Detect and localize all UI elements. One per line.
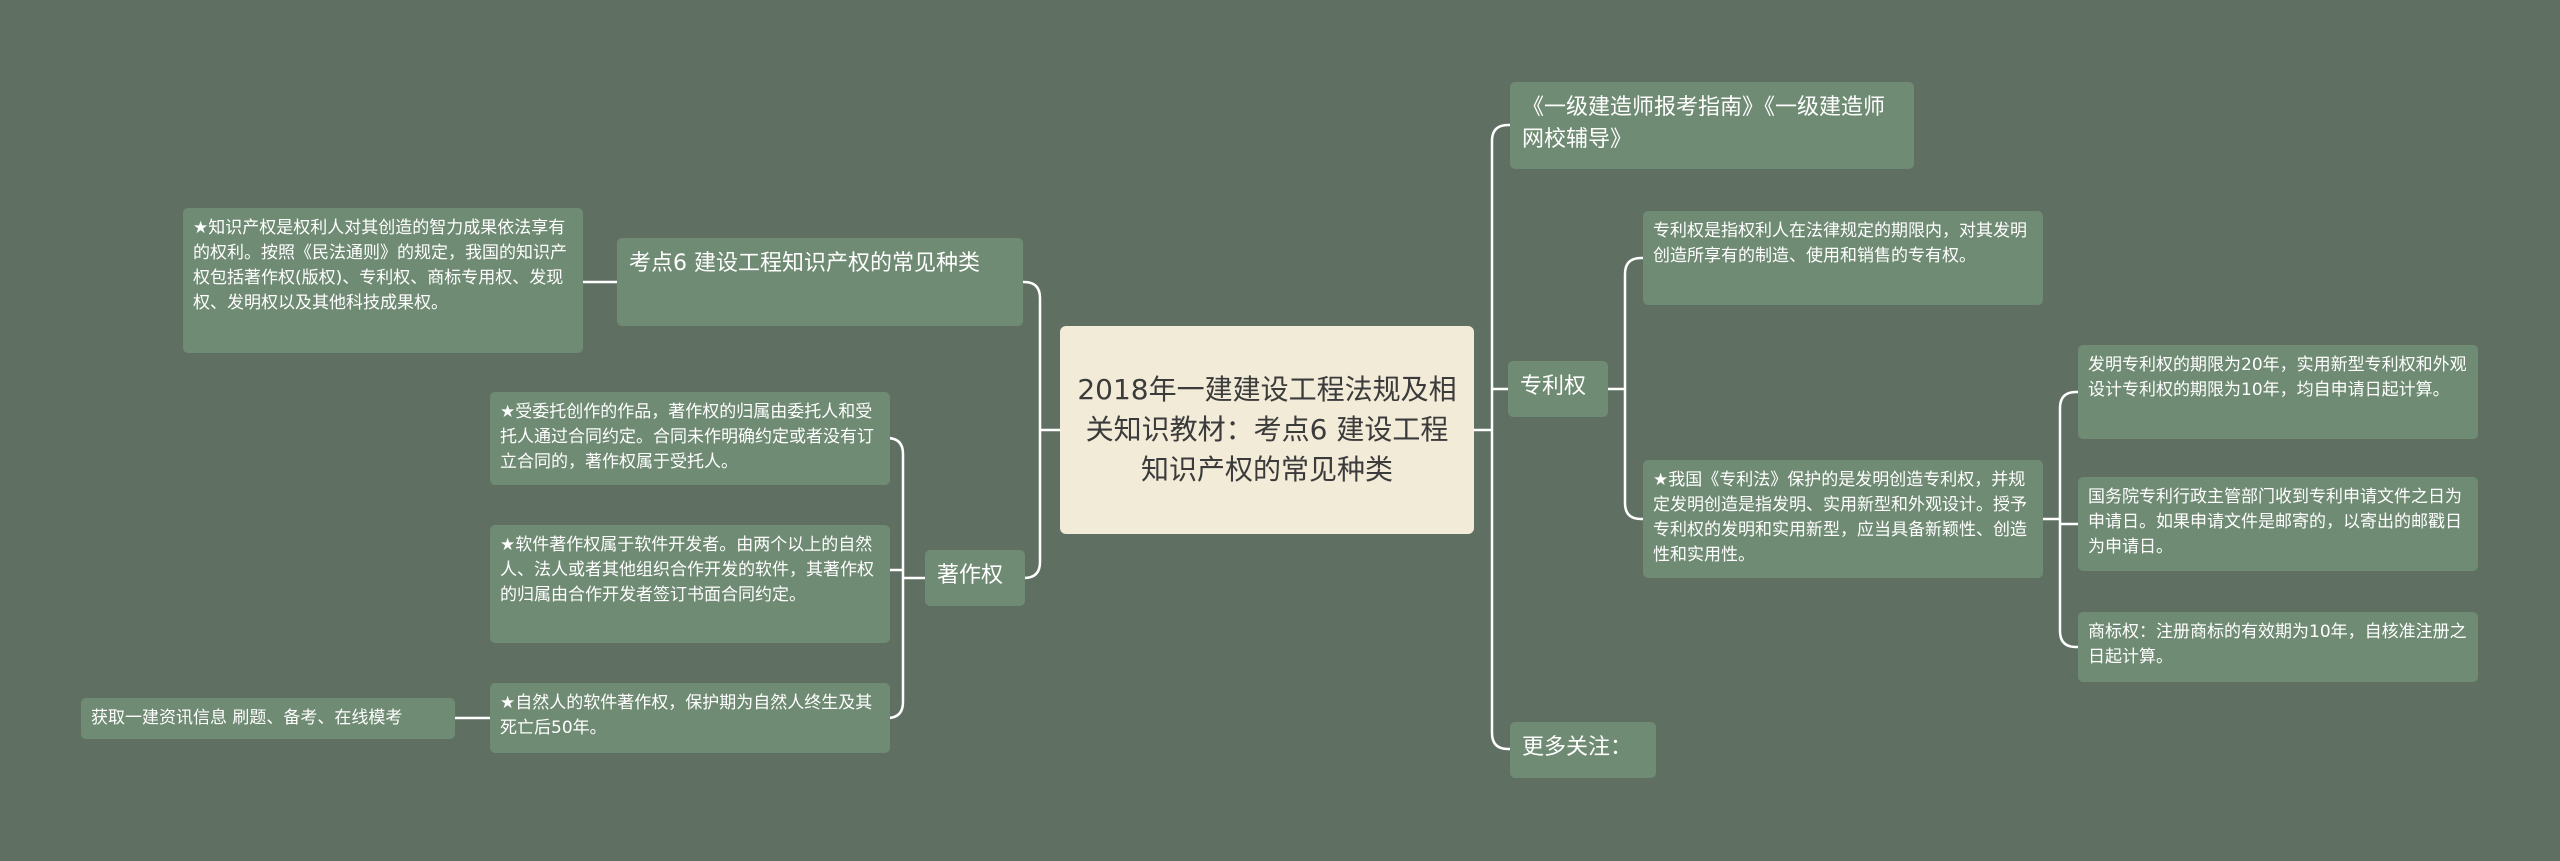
link-copyright-items [885, 436, 927, 720]
topic6-node: 考点6 建设工程知识产权的常见种类 [617, 238, 1023, 326]
copyright-item-3: ★自然人的软件著作权，保护期为自然人终生及其死亡后50年。 [490, 683, 890, 753]
copyright-item-2: ★软件著作权属于软件开发者。由两个以上的自然人、法人或者其他组织合作开发的软件，… [490, 525, 890, 643]
more-attention-node: 更多关注： [1510, 722, 1656, 778]
link-root-right [1472, 123, 1512, 751]
patent-definition: 专利权是指权利人在法律规定的期限内，对其发明创造所享有的制造、使用和销售的专有权… [1643, 211, 2043, 305]
copyright-node: 著作权 [925, 550, 1025, 606]
copyright-item-1: ★受委托创作的作品，著作权的归属由委托人和受托人通过合同约定。合同未作明确约定或… [490, 392, 890, 485]
link-root-left [1010, 280, 1062, 580]
root-topic: 2018年一建建设工程法规及相关知识教材：考点6 建设工程知识产权的常见种类 [1060, 326, 1474, 534]
patent-node: 专利权 [1508, 361, 1608, 417]
patent-scope: ★我国《专利法》保护的是发明创造专利权，并规定发明创造是指发明、实用新型和外观设… [1643, 460, 2043, 578]
application-date: 国务院专利行政主管部门收到专利申请文件之日为申请日。如果申请文件是邮寄的，以寄出… [2078, 477, 2478, 571]
patent-term: 发明专利权的期限为20年，实用新型专利权和外观设计专利权的期限为10年，均自申请… [2078, 345, 2478, 439]
link-scope-sub [2041, 390, 2080, 649]
trademark-term: 商标权：注册商标的有效期为10年，自核准注册之日起计算。 [2078, 612, 2478, 682]
topic6-detail: ★知识产权是权利人对其创造的智力成果依法享有的权利。按照《民法通则》的规定，我国… [183, 208, 583, 353]
link-patent-children [1606, 256, 1645, 521]
guide-node: 《一级建造师报考指南》《一级建造师网校辅导》 [1510, 82, 1914, 169]
exam-resources-node: 获取一建资讯信息 刷题、备考、在线模考 [81, 698, 455, 739]
